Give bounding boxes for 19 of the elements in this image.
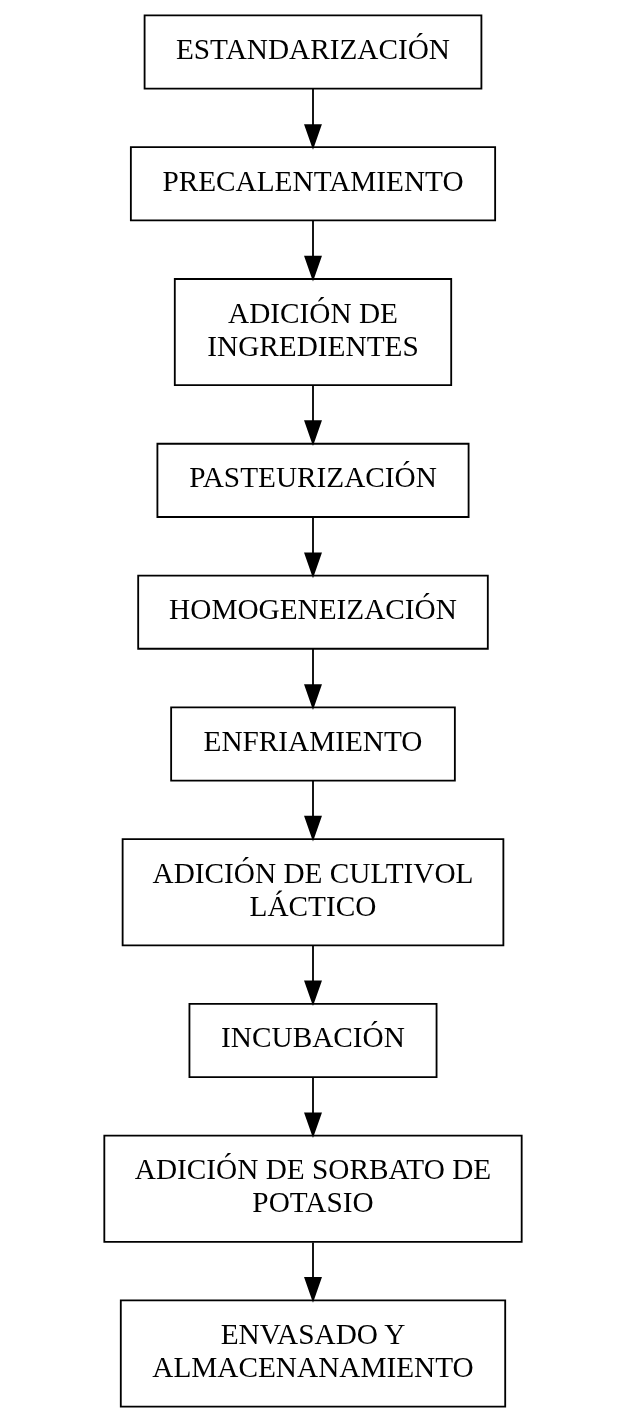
node-box: INCUBACIÓN xyxy=(188,1002,438,1078)
arrow xyxy=(304,779,322,842)
node-box: HOMOGENEIZACIÓN xyxy=(137,574,489,650)
arrow xyxy=(304,384,322,446)
node-box: PRECALENTAMIENTO xyxy=(129,146,497,222)
arrow xyxy=(304,516,322,579)
node-box: PASTEURIZACIÓN xyxy=(156,442,470,518)
node-box: ENVASADO Y ALMACENANAMIENTO xyxy=(119,1299,507,1408)
arrow xyxy=(304,1241,322,1303)
node-box: ADICIÓN DE CULTIVOL LÁCTICO xyxy=(121,838,505,947)
arrow xyxy=(304,648,322,710)
arrow xyxy=(304,1076,322,1139)
node-box: ESTANDARIZACIÓN xyxy=(143,14,483,90)
node-box: ADICIÓN DE INGREDIENTES xyxy=(173,278,453,387)
node-box: ADICIÓN DE SORBATO DE POTASIO xyxy=(103,1134,523,1243)
node-box: ENFRIAMIENTO xyxy=(170,706,456,782)
arrow xyxy=(304,944,322,1007)
arrow xyxy=(304,87,322,150)
arrow xyxy=(304,219,322,282)
